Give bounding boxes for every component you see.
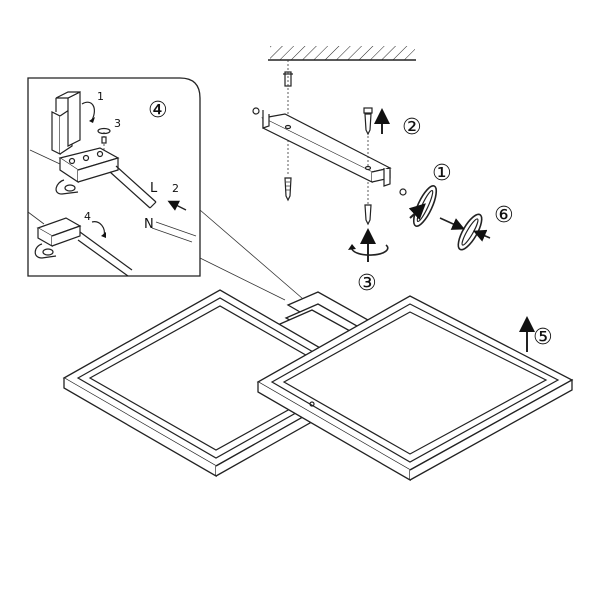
rotate-arrow-icon bbox=[81, 101, 95, 121]
bracket-screw-icon bbox=[363, 107, 390, 166]
nut-icon bbox=[252, 107, 260, 115]
terminal-block bbox=[55, 147, 120, 195]
screw-cap-ring bbox=[399, 185, 438, 227]
step-1-label: ① bbox=[432, 161, 452, 186]
lower-screw-icon bbox=[348, 182, 389, 262]
step-5-label: ⑤ bbox=[533, 325, 553, 350]
connector-cover bbox=[27, 211, 133, 277]
terminal-screw-icon bbox=[97, 127, 111, 150]
inset-step-3: 3 bbox=[114, 117, 121, 130]
rotate-arrow-icon bbox=[351, 244, 389, 256]
step-6-label: ⑥ bbox=[494, 203, 514, 228]
neutral-wire-label: N bbox=[144, 217, 154, 232]
lamp-fixture bbox=[62, 289, 574, 482]
step-2-label: ② bbox=[402, 115, 422, 140]
inset-step-1: 1 bbox=[97, 90, 104, 103]
inset-step-2: 2 bbox=[172, 182, 179, 195]
inset-step-4: 4 bbox=[84, 210, 91, 223]
live-wire-label: L bbox=[150, 181, 158, 196]
decorative-cap-ring bbox=[439, 213, 491, 251]
inset-bracket bbox=[51, 91, 95, 155]
ceiling-hatch-icon bbox=[270, 46, 415, 60]
step-4-label: ④ bbox=[148, 98, 168, 123]
step-3-label: ③ bbox=[357, 271, 377, 296]
mounting-bracket bbox=[252, 107, 392, 187]
right-square-frame bbox=[256, 295, 574, 482]
wiring-inset: 1 3 L N 2 bbox=[27, 77, 311, 306]
arrow-icon bbox=[167, 200, 187, 211]
ceiling bbox=[268, 46, 416, 61]
